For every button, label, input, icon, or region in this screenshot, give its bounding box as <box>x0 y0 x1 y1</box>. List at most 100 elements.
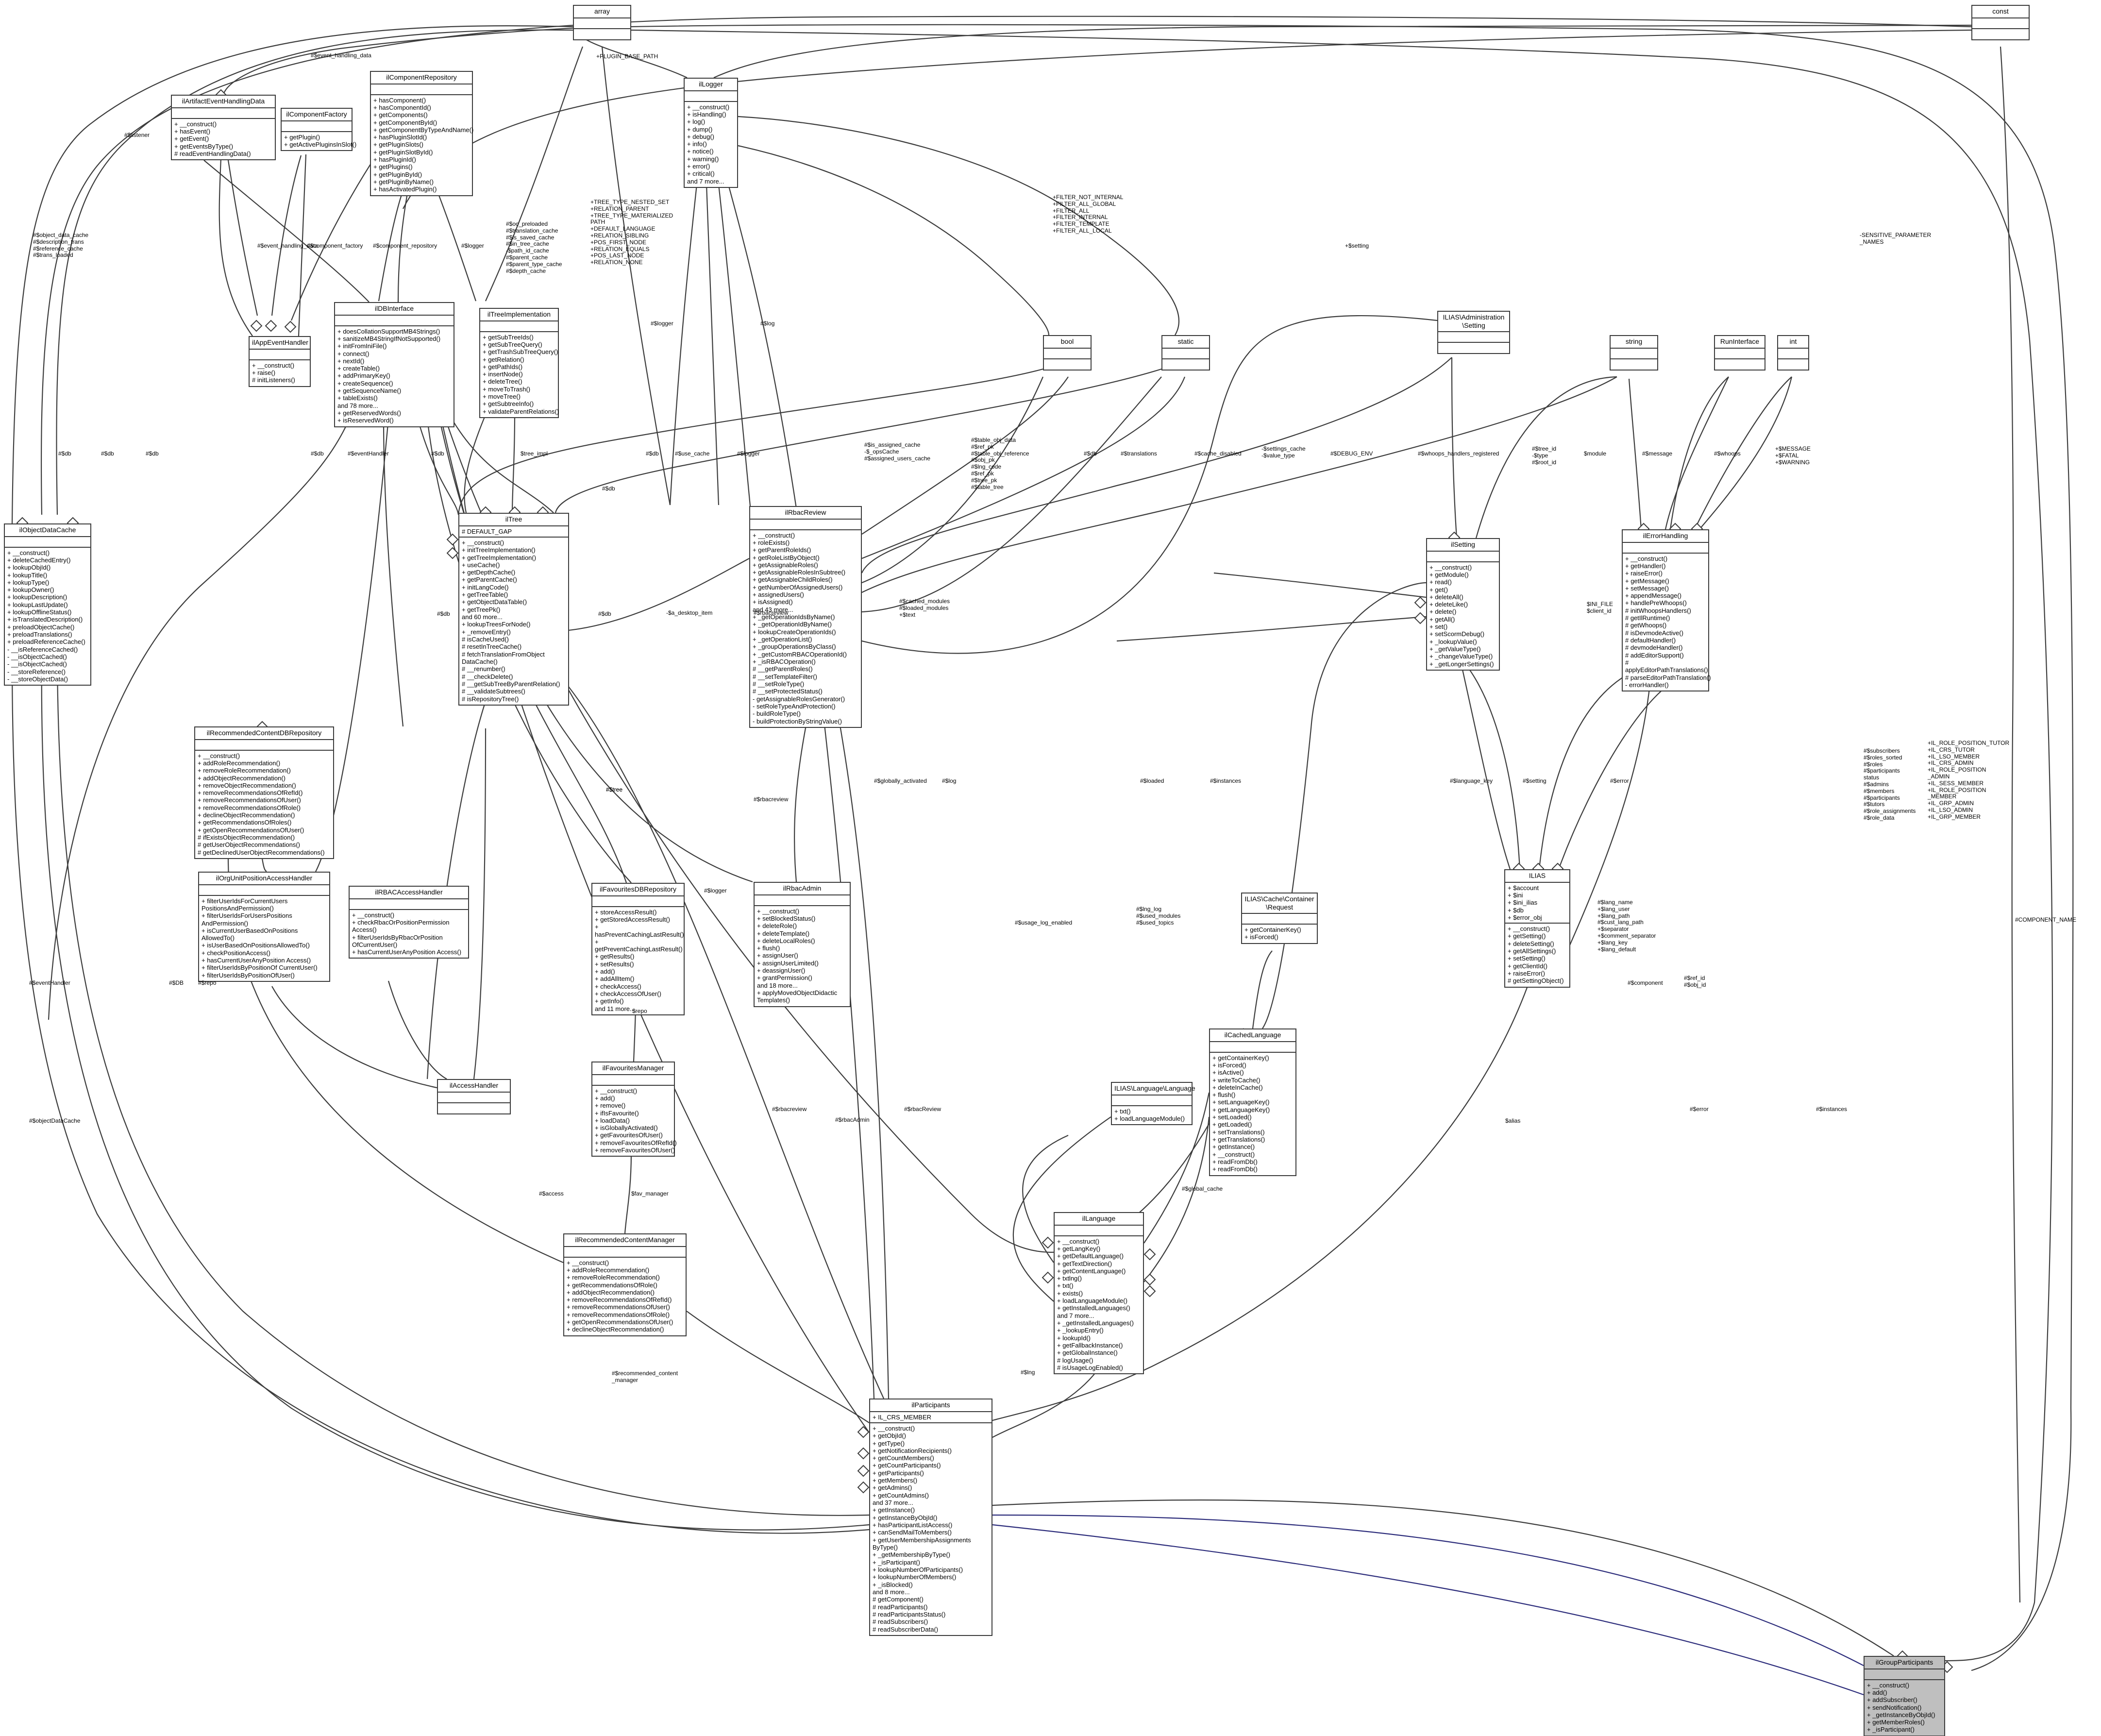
class-node-ilRbacAdmin[interactable]: ilRbacAdmin+ __construct()+ setBlockedSt… <box>754 882 851 1007</box>
class-operation: + getContainerKey() <box>1212 1054 1269 1062</box>
class-operation: + raiseError() <box>1508 970 1545 978</box>
class-operation: # getDeclinedUserObjectRecommendations() <box>198 848 325 856</box>
class-node-ILIAS_Administration_Setting[interactable]: ILIAS\Administration \Setting <box>1437 311 1510 354</box>
class-node-operations <box>1972 29 2029 39</box>
class-node-ilRecommendedContentManager[interactable]: ilRecommendedContentManager+ __construct… <box>563 1233 687 1336</box>
edge-label-l37: #$db <box>58 450 71 457</box>
class-node-string[interactable]: string <box>1610 335 1658 371</box>
class-operation: # initListeners() <box>252 376 295 384</box>
edge-label-l46: #$log <box>942 777 957 784</box>
class-node-ilAppEventHandler[interactable]: ilAppEventHandler+ __construct()+ raise(… <box>249 336 311 387</box>
class-node-ILIAS_main[interactable]: ILIAS+ $account+ $ini+ $ini_ilias+ $db+ … <box>1504 869 1570 988</box>
class-node-const[interactable]: const <box>1971 5 2030 40</box>
edge-label-l6: #$component_factory <box>307 242 363 249</box>
class-operation: # fetchTranslationFromObject DataCache() <box>462 650 545 666</box>
class-operation: + sanitizeMB4StringIfNotSupported() <box>337 335 441 342</box>
class-attribute: + $ini_ilias <box>1508 899 1538 907</box>
class-node-attributes <box>5 537 90 548</box>
class-node-ilComponentRepository[interactable]: ilComponentRepository+ hasComponent()+ h… <box>370 71 473 196</box>
class-node-ilDBInterface[interactable]: ilDBInterface+ doesCollationSupportMB4St… <box>334 302 454 427</box>
class-node-ilParticipants[interactable]: ilParticipants+ IL_CRS_MEMBER+ __constru… <box>869 1399 992 1636</box>
class-operation: + getType() <box>873 1439 905 1447</box>
edge-label-l68: #$rbacAdmin <box>835 1116 870 1123</box>
class-operation: + read() <box>1429 578 1452 586</box>
class-node-ILIAS_Cache_Container_Request[interactable]: ILIAS\Cache\Container \Request+ getConta… <box>1241 893 1318 944</box>
class-operation: + __construct() <box>174 120 217 128</box>
class-node-ilGroupParticipants[interactable]: ilGroupParticipants+ __construct()+ add(… <box>1864 1656 1945 1736</box>
class-node-ilRBACAccessHandler[interactable]: ilRBACAccessHandler+ __construct()+ chec… <box>349 886 469 959</box>
class-operation: + readFromDb() <box>1212 1158 1258 1166</box>
class-node-ilOrgUnitPositionAccessHandler[interactable]: ilOrgUnitPositionAccessHandler+ filterUs… <box>198 872 330 982</box>
class-operation: + _isParticipant() <box>873 1558 920 1566</box>
class-node-ilTree[interactable]: ilTree# DEFAULT_GAP+ __construct()+ init… <box>458 513 569 706</box>
edge-label-l5: #$event_handling_data <box>257 242 318 249</box>
class-node-title: ILIAS\Language\Language <box>1112 1083 1195 1096</box>
class-operation: + tableExists() <box>337 394 378 402</box>
class-node-title: ilGroupParticipants <box>1865 1657 1944 1669</box>
class-node-ilRecommendedContentDBRepository[interactable]: ilRecommendedContentDBRepository+ __cons… <box>194 726 334 860</box>
class-node-ilAccessHandler[interactable]: ilAccessHandler <box>437 1079 511 1114</box>
class-node-ilLanguage[interactable]: ilLanguage+ __construct()+ getLangKey()+… <box>1054 1212 1144 1375</box>
class-operation: + getResults() <box>595 953 635 961</box>
class-operation: + debug() <box>687 133 715 140</box>
class-operation: + getMemberRoles() <box>1867 1719 1925 1726</box>
class-operation: + getPluginSlots() <box>373 141 423 149</box>
edge-label-l21: #$db <box>646 450 659 457</box>
class-operation: + connect() <box>337 350 370 357</box>
class-node-attributes <box>1044 349 1091 359</box>
class-operation: + getLangKey() <box>1057 1245 1101 1252</box>
class-operation: + roleExists() <box>753 539 790 546</box>
class-node-static[interactable]: static <box>1161 335 1210 371</box>
edge-label-l42: #$cached_modules #$loaded_modules +$text <box>899 598 950 618</box>
class-operation: + setResults() <box>595 960 634 968</box>
class-operation: + initFromIniFile() <box>337 342 387 350</box>
class-node-ilTreeImplementation[interactable]: ilTreeImplementation+ getSubTreeIds()+ g… <box>479 308 559 419</box>
class-operation: # isCacheUsed() <box>462 636 509 643</box>
class-node-array[interactable]: array <box>573 5 631 40</box>
class-node-int[interactable]: int <box>1777 335 1809 371</box>
edge-label-l58: $repo <box>632 1008 647 1014</box>
class-operation: + writeToCache() <box>1212 1076 1261 1084</box>
class-node-bool[interactable]: bool <box>1043 335 1092 371</box>
class-operation: # defaultHandler() <box>1625 637 1676 644</box>
class-operation: + initLangCode() <box>462 583 509 591</box>
class-node-operations <box>438 1103 510 1113</box>
class-node-ilFavouritesDBRepository[interactable]: ilFavouritesDBRepository+ storeAccessRes… <box>591 883 685 1016</box>
class-operation: + useCache() <box>462 561 500 569</box>
class-operation: # ifExistsObjectRecommendation() <box>198 834 295 842</box>
class-operation: + add() <box>1867 1688 1887 1696</box>
edge-label-l51: #$error <box>1610 777 1629 784</box>
class-node-operations: + __construct()+ getHandler()+ raiseErro… <box>1623 554 1711 691</box>
class-node-ilArtifactEventHandlingData[interactable]: ilArtifactEventHandlingData+ __construct… <box>171 95 276 161</box>
edge-label-l75: #$global_cache <box>1182 1185 1223 1192</box>
class-node-attributes <box>592 896 684 907</box>
class-operation: + getObjId() <box>873 1432 907 1440</box>
class-node-ilRbacReview[interactable]: ilRbacReview+ __construct()+ roleExists(… <box>749 506 862 728</box>
class-operation: and 8 more... <box>873 1588 910 1596</box>
class-operation: + raiseError() <box>1625 570 1663 577</box>
class-node-operations <box>1162 359 1209 370</box>
class-operation: and 7 more... <box>687 177 724 185</box>
class-operation: + __construct() <box>252 361 295 369</box>
class-operation: + getTextDirection() <box>1057 1260 1112 1267</box>
class-node-title: ilRecommendedContentManager <box>564 1234 686 1247</box>
class-node-ILIAS_Language_Language[interactable]: ILIAS\Language\Language+ txt()+ loadLang… <box>1111 1082 1195 1126</box>
class-node-ilLogger[interactable]: ilLogger+ __construct()+ isHandling()+ l… <box>684 78 738 188</box>
class-operation: + declineObjectRecommendation() <box>198 811 295 819</box>
class-node-ilErrorHandling[interactable]: ilErrorHandling+ __construct()+ getHandl… <box>1622 529 1711 692</box>
class-node-RunInterface[interactable]: RunInterface <box>1714 335 1765 371</box>
class-operation: + ifIsFavourite() <box>595 1109 639 1117</box>
class-node-ilCachedLanguage[interactable]: ilCachedLanguage+ getContainerKey()+ isF… <box>1209 1028 1296 1176</box>
class-operation: + lookupNumberOfMembers() <box>873 1573 957 1581</box>
class-node-ilSetting[interactable]: ilSetting+ __construct()+ getModule()+ r… <box>1426 538 1500 671</box>
class-node-title: bool <box>1044 336 1091 349</box>
class-node-title: ilTreeImplementation <box>480 309 558 321</box>
class-operation: + getComponentByTypeAndName() <box>373 126 474 134</box>
class-node-ilComponentFactory[interactable]: ilComponentFactory+ getPlugin()+ getActi… <box>281 108 356 152</box>
class-operation: + removeRecommendationsOfUser() <box>567 1303 670 1311</box>
edge-label-l63: #$repo <box>198 979 217 986</box>
class-node-ilFavouritesManager[interactable]: ilFavouritesManager+ __construct()+ add(… <box>591 1062 677 1157</box>
class-node-ilObjectDataCache[interactable]: ilObjectDataCache+ __construct()+ delete… <box>4 523 91 686</box>
class-operation: + getClientId() <box>1508 962 1548 970</box>
class-operation: + getFallbackInstance() <box>1057 1342 1123 1349</box>
